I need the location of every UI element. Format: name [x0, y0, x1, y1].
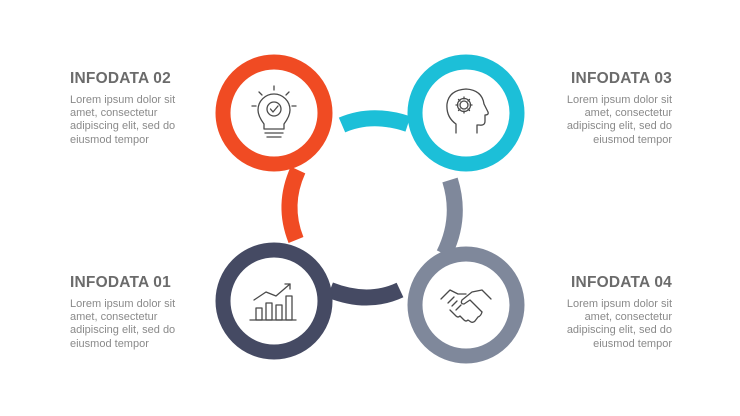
info-body-line: adipiscing elit, sed do	[70, 120, 176, 133]
info-body-03: Lorem ipsum dolor sit amet, consectetur …	[532, 94, 672, 147]
info-body-line: amet, consectetur	[584, 311, 672, 324]
info-body-04: Lorem ipsum dolor sit amet, consectetur …	[532, 298, 672, 351]
info-body-line: amet, consectetur	[584, 107, 672, 120]
info-block-03: INFODATA 03 Lorem ipsum dolor sit amet, …	[532, 70, 672, 147]
info-title-02: INFODATA 02	[70, 70, 171, 87]
node-ring-02	[215, 54, 333, 172]
connector-arc-gray	[436, 177, 463, 258]
info-block-01: INFODATA 01 Lorem ipsum dolor sit amet, …	[70, 274, 210, 351]
info-body-line: eiusmod tempor	[70, 337, 149, 350]
info-body-line: adipiscing elit, sed do	[70, 324, 176, 337]
info-body-line: Lorem ipsum dolor sit	[566, 94, 672, 106]
node-ring-04	[407, 246, 525, 364]
info-body-01: Lorem ipsum dolor sit amet, consectetur …	[70, 298, 210, 351]
info-body-line: Lorem ipsum dolor sit	[70, 298, 176, 310]
info-body-02: Lorem ipsum dolor sit amet, consectetur …	[70, 94, 210, 147]
bar-chart-growth-icon	[249, 283, 297, 321]
info-body-line: Lorem ipsum dolor sit	[70, 94, 176, 106]
connector-arc-cyan	[338, 110, 411, 133]
info-body-line: eiusmod tempor	[593, 133, 672, 146]
info-block-04: INFODATA 04 Lorem ipsum dolor sit amet, …	[532, 274, 672, 351]
connector-arc-orange	[281, 166, 306, 243]
center-ring	[281, 110, 463, 306]
node-04	[407, 246, 525, 364]
info-body-line: eiusmod tempor	[70, 133, 149, 146]
info-block-02: INFODATA 02 Lorem ipsum dolor sit amet, …	[70, 70, 210, 147]
info-body-line: Lorem ipsum dolor sit	[566, 298, 672, 310]
info-title-04: INFODATA 04	[571, 274, 672, 291]
info-body-line: eiusmod tempor	[593, 337, 672, 350]
info-title-01: INFODATA 01	[70, 274, 171, 291]
info-title-03: INFODATA 03	[571, 70, 672, 87]
handshake-icon	[440, 289, 492, 323]
info-body-line: amet, consectetur	[70, 107, 158, 120]
info-body-line: adipiscing elit, sed do	[566, 324, 672, 337]
node-ring-01	[215, 242, 333, 360]
connector-arc-navy	[327, 282, 404, 306]
head-gear-icon	[446, 88, 489, 134]
node-02	[215, 54, 333, 172]
node-03	[407, 54, 525, 172]
node-01	[215, 242, 333, 360]
info-body-line: adipiscing elit, sed do	[566, 120, 672, 133]
lightbulb-check-icon	[251, 85, 297, 138]
info-body-line: amet, consectetur	[70, 311, 158, 324]
node-ring-03	[407, 54, 525, 172]
